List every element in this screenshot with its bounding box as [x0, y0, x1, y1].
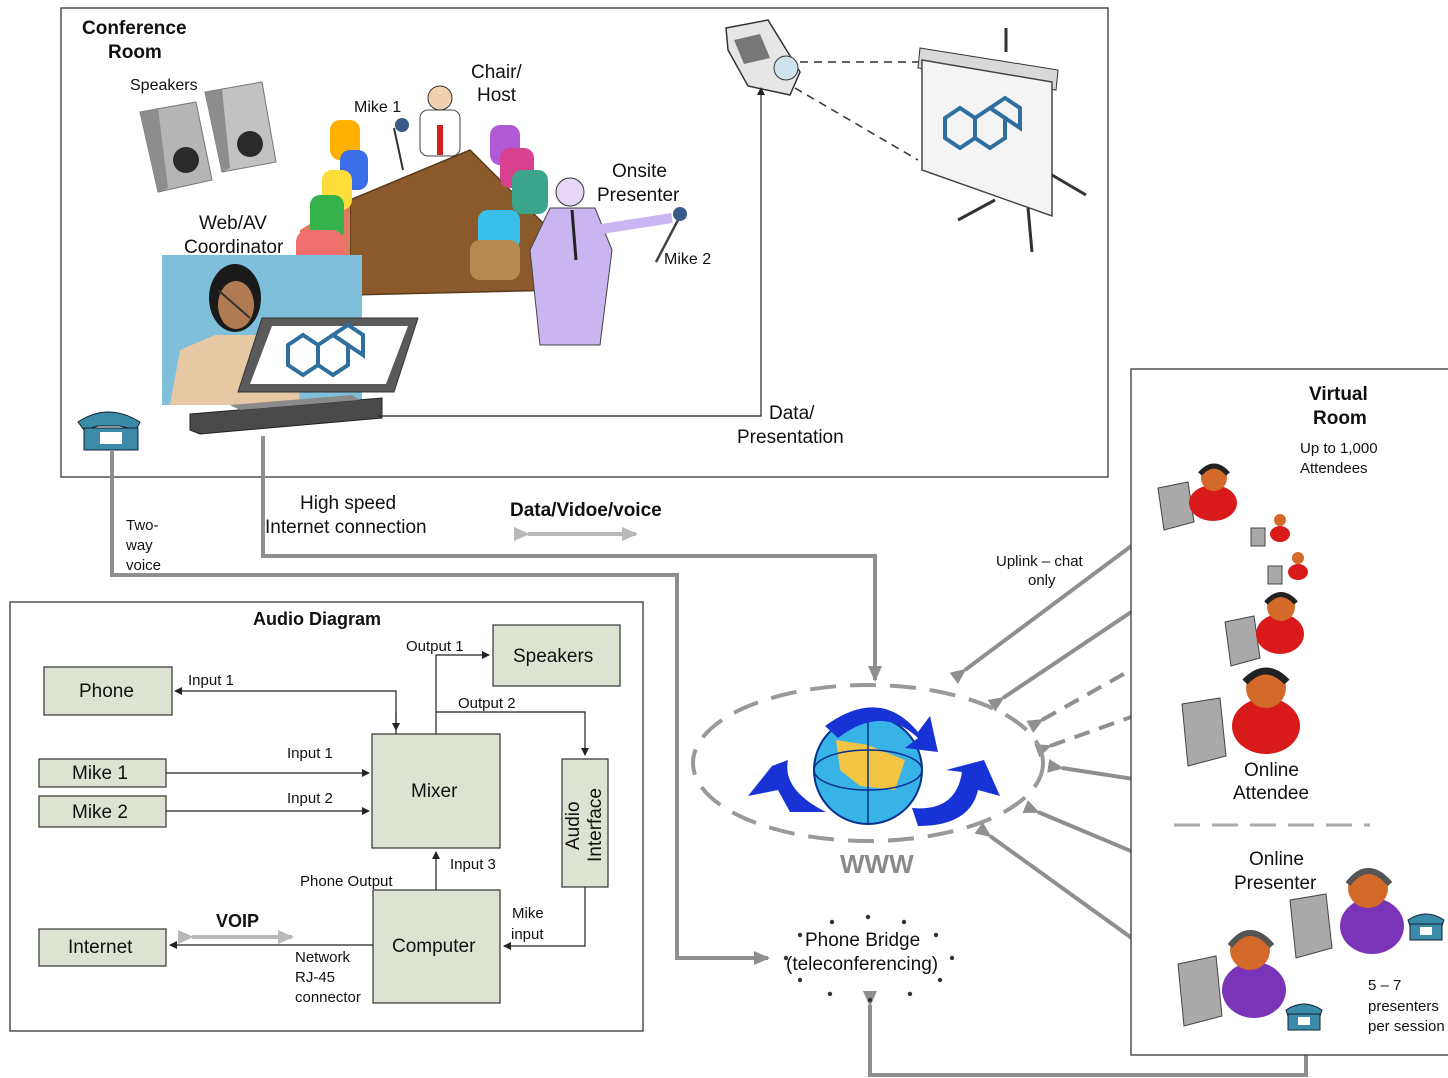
- room-speakers-label: Speakers: [130, 77, 198, 94]
- conference-room-title: Conference Room: [82, 18, 192, 63]
- internet-box: [38, 928, 167, 967]
- mike2-box: [38, 795, 167, 828]
- online-presenter-icon: [1177, 930, 1286, 1027]
- molecule-screen-icon: [943, 95, 1022, 151]
- mike1-box-label: Mike 1: [72, 763, 128, 784]
- phone-box-label: Phone: [79, 681, 134, 702]
- voip-label: VOIP: [216, 911, 259, 931]
- speakers-box: [492, 624, 621, 687]
- mike-input-label: Mike input: [511, 905, 548, 943]
- mike2-room-label: Mike 2: [664, 251, 711, 268]
- uplink-chat-label: Uplink – chat only: [996, 553, 1087, 589]
- data-video-voice-label: Data/Vidoe/voice: [510, 500, 662, 521]
- onsite-presenter-icon: [529, 177, 687, 346]
- internet-box-label: Internet: [68, 937, 133, 958]
- input1-mike-label: Input 1: [287, 745, 333, 762]
- output2-label: Output 2: [458, 695, 516, 712]
- presenters-per-session-label: 5 – 7 presenters per session: [1368, 977, 1445, 1035]
- attendee-icon: [1157, 463, 1237, 531]
- network-connector-label: Network RJ-45 connector: [295, 949, 361, 1006]
- computer-box: [372, 889, 501, 1004]
- mike2-box-label: Mike 2: [72, 802, 128, 823]
- attendee-large-icon: [1181, 667, 1300, 767]
- mike1-room-label: Mike 1: [354, 99, 401, 116]
- online-attendee-label: Online Attendee: [1233, 760, 1309, 804]
- room-phone-icon: [77, 411, 141, 451]
- www-globe-icon: [691, 683, 1045, 843]
- web-av-coordinator-label: Web/AV Coordinator: [184, 213, 284, 258]
- molecule-laptop-icon: [286, 322, 365, 378]
- virtual-room-title: Virtual Room: [1309, 384, 1373, 429]
- high-speed-internet-label: High speed Internet connection: [265, 493, 427, 538]
- output1-label: Output 1: [406, 638, 464, 655]
- room-speakers-icon: [139, 81, 277, 193]
- phone-bridge-dots: [783, 914, 955, 1003]
- audio-diagram-panel: Audio Diagram Phone Mike 1 Mike 2 Intern…: [9, 601, 644, 1032]
- audio-interface-box: [561, 758, 609, 888]
- conference-room-panel: Conference Room Speakers: [60, 7, 1109, 478]
- speakers-box-label: Speakers: [513, 646, 593, 667]
- data-presentation-label: Data/ Presentation: [737, 403, 844, 448]
- online-presenter-icon: [1289, 868, 1404, 959]
- projection-screen-icon: [917, 28, 1087, 253]
- onsite-presenter-label: Onsite Presenter: [597, 161, 680, 206]
- phone-box: [43, 666, 173, 716]
- mixer-box-label: Mixer: [411, 781, 458, 802]
- virtual-room-panel: Virtual Room Up to 1,000 Attendees: [1130, 368, 1448, 1056]
- audio-diagram-title: Audio Diagram: [253, 609, 381, 629]
- presenter-phone-icon: [1285, 1003, 1323, 1031]
- audio-interface-label: Audio Interface: [563, 788, 606, 862]
- input2-label: Input 2: [287, 790, 333, 807]
- phone-bridge-label: Phone Bridge (teleconferencing): [786, 930, 938, 975]
- input3-label: Input 3: [450, 856, 496, 873]
- input1-phone-label: Input 1: [188, 672, 234, 689]
- chair-host-label: Chair/ Host: [471, 62, 527, 106]
- online-presenter-label: Online Presenter: [1234, 849, 1317, 894]
- attendee-small-icon: [1267, 552, 1308, 585]
- attendee-small-icon: [1250, 514, 1290, 547]
- laptop-icon: [189, 317, 419, 435]
- attendee-icon: [1224, 592, 1304, 667]
- mike1-box: [38, 758, 167, 788]
- projector-icon: [725, 19, 801, 96]
- two-way-voice-label: Two- way voice: [125, 517, 163, 574]
- mixer-box: [371, 733, 501, 849]
- attendee-capacity-label: Up to 1,000 Attendees: [1300, 440, 1382, 477]
- computer-box-label: Computer: [392, 936, 476, 957]
- presenter-phone-icon: [1407, 913, 1445, 941]
- www-label: WWW: [840, 849, 914, 879]
- phone-output-label: Phone Output: [300, 873, 393, 890]
